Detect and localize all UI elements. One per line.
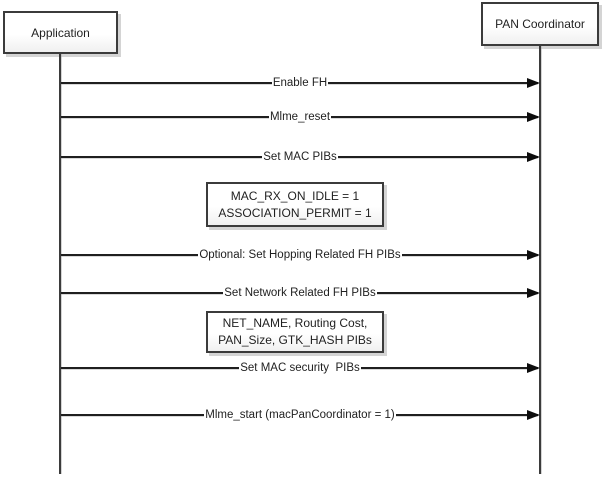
arrowhead-right-icon <box>527 112 540 122</box>
note-line: PAN_Size, GTK_HASH PIBs <box>218 333 372 347</box>
note-line: ASSOCIATION_PERMIT = 1 <box>218 205 372 220</box>
actor-pan-coordinator: PAN Coordinator <box>481 2 599 46</box>
note-line: MAC_RX_ON_IDLE = 1 <box>230 188 360 203</box>
message-label: Set MAC security PIBs <box>239 360 361 376</box>
note-network-pib-values: NET_NAME, Routing Cost, PAN_Size, GTK_HA… <box>206 311 384 353</box>
message-set-mac-pibs: Set MAC PIBs <box>61 147 540 167</box>
message-label: Enable FH <box>271 75 329 91</box>
message-label: Set MAC PIBs <box>262 149 338 165</box>
message-set-network-fh-pibs: Set Network Related FH PIBs <box>61 283 540 303</box>
message-label: Optional: Set Hopping Related FH PIBs <box>198 247 402 263</box>
message-mlme-start: Mlme_start (macPanCoordinator = 1) <box>61 405 540 425</box>
actor-application: Application <box>3 11 118 54</box>
actor-application-label: Application <box>31 25 90 40</box>
message-label: Mlme_reset <box>268 109 332 125</box>
actor-pan-coordinator-label: PAN Coordinator <box>495 17 585 31</box>
lifeline-application <box>59 54 61 474</box>
message-set-mac-security-pibs: Set MAC security PIBs <box>61 358 540 378</box>
arrowhead-right-icon <box>527 288 540 298</box>
message-label: Set Network Related FH PIBs <box>223 285 377 301</box>
arrowhead-right-icon <box>527 410 540 420</box>
message-enable-fh: Enable FH <box>61 73 540 93</box>
message-label: Mlme_start (macPanCoordinator = 1) <box>204 407 396 423</box>
note-line: NET_NAME, Routing Cost, <box>222 316 368 330</box>
message-mlme-reset: Mlme_reset <box>61 107 540 127</box>
lifeline-pan-coordinator <box>539 46 541 474</box>
message-set-hopping-fh-pibs: Optional: Set Hopping Related FH PIBs <box>61 245 540 265</box>
arrowhead-right-icon <box>527 152 540 162</box>
note-mac-pib-values: MAC_RX_ON_IDLE = 1 ASSOCIATION_PERMIT = … <box>206 182 384 227</box>
arrowhead-right-icon <box>527 78 540 88</box>
arrowhead-right-icon <box>527 363 540 373</box>
arrowhead-right-icon <box>527 250 540 260</box>
